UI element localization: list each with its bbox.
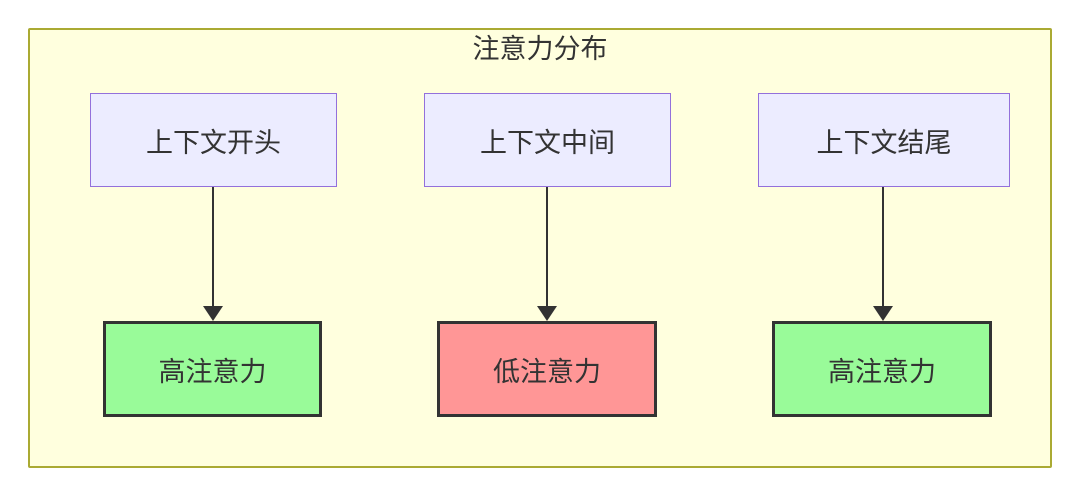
source-node-context-start: 上下文开头 <box>90 93 337 187</box>
arrow-head-icon <box>537 306 557 321</box>
source-node-context-middle-label: 上下文中间 <box>480 127 615 158</box>
result-node-low-attention-label: 低注意力 <box>493 356 601 387</box>
arrow-context-middle-to-result <box>537 187 557 321</box>
result-node-high-attention-1-label: 高注意力 <box>158 356 267 387</box>
source-node-context-end-label: 上下文结尾 <box>816 127 952 158</box>
arrow-line <box>882 187 884 306</box>
source-node-context-end: 上下文结尾 <box>758 93 1010 187</box>
arrow-context-start-to-result <box>203 187 223 321</box>
arrow-line <box>546 187 548 306</box>
result-node-high-attention-2-label: 高注意力 <box>828 356 936 387</box>
diagram-title: 注意力分布 <box>472 34 608 64</box>
source-node-context-middle: 上下文中间 <box>424 93 671 187</box>
result-node-high-attention-2: 高注意力 <box>772 321 992 417</box>
arrow-head-icon <box>203 306 223 321</box>
result-node-low-attention: 低注意力 <box>437 321 657 417</box>
result-node-high-attention-1: 高注意力 <box>103 321 322 417</box>
arrow-line <box>212 187 214 306</box>
source-node-context-start-label: 上下文开头 <box>146 127 281 158</box>
arrow-context-end-to-result <box>873 187 893 321</box>
arrow-head-icon <box>873 306 893 321</box>
